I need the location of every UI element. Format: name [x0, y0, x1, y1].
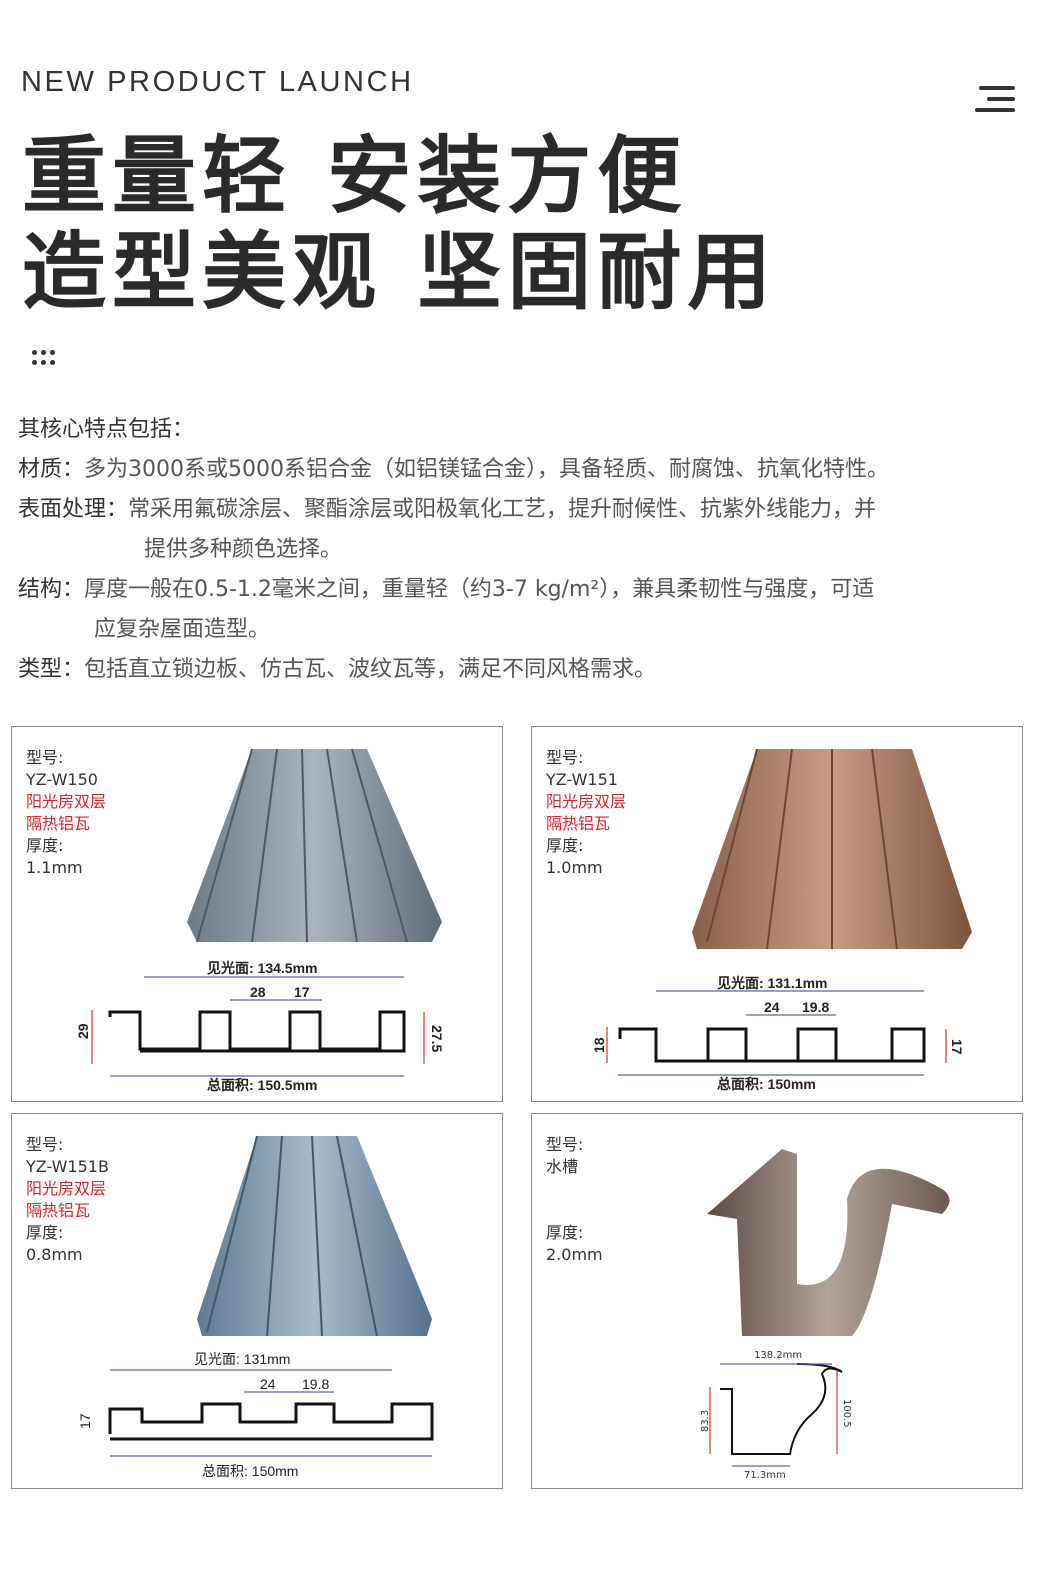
thickness-label: 厚度: — [26, 836, 64, 855]
eyebrow-title: NEW PRODUCT LAUNCH — [21, 66, 414, 98]
product-illustration: 见光面: 131.1mm 24 19.8 18 17 总面积: 150mm — [591, 748, 972, 1092]
product-desc: 阳光房双层 — [26, 1179, 107, 1198]
headline: 重量轻 安装方便造型美观 坚固耐用 — [22, 128, 777, 320]
product-illustration: 见光面: 134.5mm 28 17 29 27.5 总面积: 150.5mm — [75, 748, 445, 1093]
feature-text: 常采用氟碳涂层、聚酯涂层或阳极氧化工艺，提升耐候性、抗紫外线能力，并 — [128, 497, 877, 522]
features-intro: 其核心特点包括： — [18, 417, 195, 442]
dim-top: 138.2mm — [754, 1350, 802, 1361]
dim-b: 17 — [294, 984, 310, 1000]
feature-text: 多为3000系或5000系铝合金（如铝镁锰合金），具备轻质、耐腐蚀、抗氧化特性。 — [84, 457, 889, 482]
model-value: YZ-W150 — [26, 770, 98, 789]
panel-photo — [187, 749, 442, 942]
feature-item: 结构：厚度一般在0.5-1.2毫米之间，重量轻（约3-7 kg/m²），兼具柔韧… — [18, 570, 1018, 610]
dim-left-h: 83.3 — [700, 1410, 711, 1432]
dim-b: 19.8 — [302, 1376, 329, 1392]
dim-left-h: 17 — [77, 1413, 93, 1429]
thickness-value: 0.8mm — [26, 1245, 83, 1264]
model-label: 型号: — [546, 1135, 584, 1154]
menu-icon[interactable] — [975, 86, 1015, 114]
thickness-value: 1.1mm — [26, 858, 83, 877]
dim-right-h: 17 — [949, 1039, 965, 1055]
feature-item: 材质：多为3000系或5000系铝合金（如铝镁锰合金），具备轻质、耐腐蚀、抗氧化… — [18, 450, 1018, 490]
product-card-yz-w150[interactable]: 见光面: 134.5mm 28 17 29 27.5 总面积: 150.5mm … — [11, 726, 503, 1102]
model-label: 型号: — [546, 748, 584, 767]
feature-item: 表面处理：常采用氟碳涂层、聚酯涂层或阳极氧化工艺，提升耐候性、抗紫外线能力，并 — [18, 490, 1018, 530]
thickness-label: 厚度: — [26, 1223, 64, 1242]
feature-text-cont: 应复杂屋面造型。 — [94, 617, 271, 642]
product-card-yz-w151[interactable]: 见光面: 131.1mm 24 19.8 18 17 总面积: 150mm 型号… — [531, 726, 1023, 1102]
headline-line-1: 重量轻 安装方便 — [22, 127, 688, 225]
dim-bottom: 71.3mm — [744, 1470, 786, 1481]
product-desc: 隔热铝瓦 — [26, 814, 91, 833]
dim-left-h: 29 — [75, 1023, 91, 1039]
model-value: YZ-W151 — [546, 770, 618, 789]
dim-visible: 见光面: 131.1mm — [717, 975, 827, 991]
dim-total: 总面积: 150mm — [202, 1463, 298, 1479]
product-desc: 阳光房双层 — [546, 792, 627, 811]
thickness-label: 厚度: — [546, 836, 584, 855]
dim-visible: 见光面: 134.5mm — [207, 960, 317, 976]
gutter-photo — [707, 1149, 950, 1336]
dots-icon — [32, 348, 60, 368]
product-illustration: 见光面: 131mm 24 19.8 17 总面积: 150mm — [77, 1135, 434, 1479]
thickness-value: 2.0mm — [546, 1245, 603, 1264]
product-card-yz-w151b[interactable]: 见光面: 131mm 24 19.8 17 总面积: 150mm 型号: YZ-W… — [11, 1113, 503, 1489]
dim-right-h: 27.5 — [429, 1025, 445, 1052]
product-spec: 型号: YZ-W151 阳光房双层隔热铝瓦厚度: 1.0mm — [546, 747, 626, 879]
feature-item: 类型：包括直立锁边板、仿古瓦、波纹瓦等，满足不同风格需求。 — [18, 650, 1018, 690]
product-desc: 隔热铝瓦 — [546, 814, 611, 833]
dim-visible: 见光面: 131mm — [194, 1351, 290, 1367]
product-desc: 隔热铝瓦 — [26, 1201, 91, 1220]
model-value: YZ-W151B — [26, 1157, 109, 1176]
headline-line-2: 造型美观 坚固耐用 — [22, 223, 778, 321]
dim-b: 19.8 — [802, 999, 829, 1015]
feature-text: 包括直立锁边板、仿古瓦、波纹瓦等，满足不同风格需求。 — [84, 657, 657, 682]
product-illustration: 138.2mm 83.3 100.5 71.3mm — [700, 1149, 950, 1481]
dim-a: 24 — [260, 1376, 276, 1392]
dim-right-h: 100.5 — [841, 1399, 852, 1428]
model-label: 型号: — [26, 748, 64, 767]
feature-key: 结构： — [18, 577, 85, 602]
model-label: 型号: — [26, 1135, 64, 1154]
dim-a: 24 — [764, 999, 780, 1015]
feature-key: 材质： — [18, 457, 85, 482]
product-spec: 型号: YZ-W150 阳光房双层隔热铝瓦厚度: 1.1mm — [26, 747, 106, 879]
product-spec: 型号: YZ-W151B 阳光房双层隔热铝瓦厚度: 0.8mm — [26, 1134, 109, 1266]
dim-a: 28 — [250, 984, 266, 1000]
thickness-label: 厚度: — [546, 1223, 584, 1242]
panel-photo — [197, 1136, 432, 1336]
thickness-value: 1.0mm — [546, 858, 603, 877]
product-card-gutter[interactable]: 138.2mm 83.3 100.5 71.3mm 型号: 水槽厚度: 2.0mm — [531, 1113, 1023, 1489]
dim-total: 总面积: 150.5mm — [207, 1077, 317, 1093]
features-list: 其核心特点包括： 材质：多为3000系或5000系铝合金（如铝镁锰合金），具备轻… — [18, 410, 1018, 690]
dim-left-h: 18 — [591, 1037, 607, 1053]
product-desc: 阳光房双层 — [26, 792, 107, 811]
feature-key: 表面处理： — [18, 497, 129, 522]
model-value: 水槽 — [546, 1157, 579, 1176]
feature-text-cont: 提供多种颜色选择。 — [144, 537, 343, 562]
feature-key: 类型： — [18, 657, 85, 682]
product-spec: 型号: 水槽厚度: 2.0mm — [546, 1134, 603, 1266]
dim-total: 总面积: 150mm — [717, 1076, 816, 1092]
feature-text: 厚度一般在0.5-1.2毫米之间，重量轻（约3-7 kg/m²），兼具柔韧性与强… — [84, 577, 875, 602]
